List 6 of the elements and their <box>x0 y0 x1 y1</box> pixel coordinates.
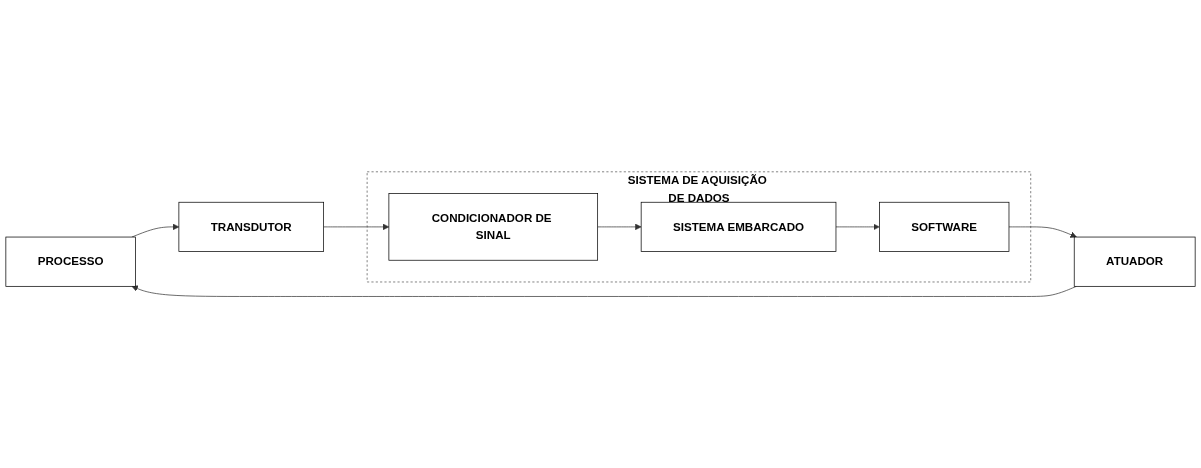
node-box: PROCESSO <box>5 236 136 287</box>
node-box: TRANSDUTOR <box>178 201 324 252</box>
node-box: ATUADOR <box>1073 236 1196 287</box>
node-box: SOFTWARE <box>879 201 1010 252</box>
node-box: SISTEMA EMBARCADO <box>640 201 837 252</box>
node-box: CONDICIONADOR DE SINAL <box>388 193 598 261</box>
